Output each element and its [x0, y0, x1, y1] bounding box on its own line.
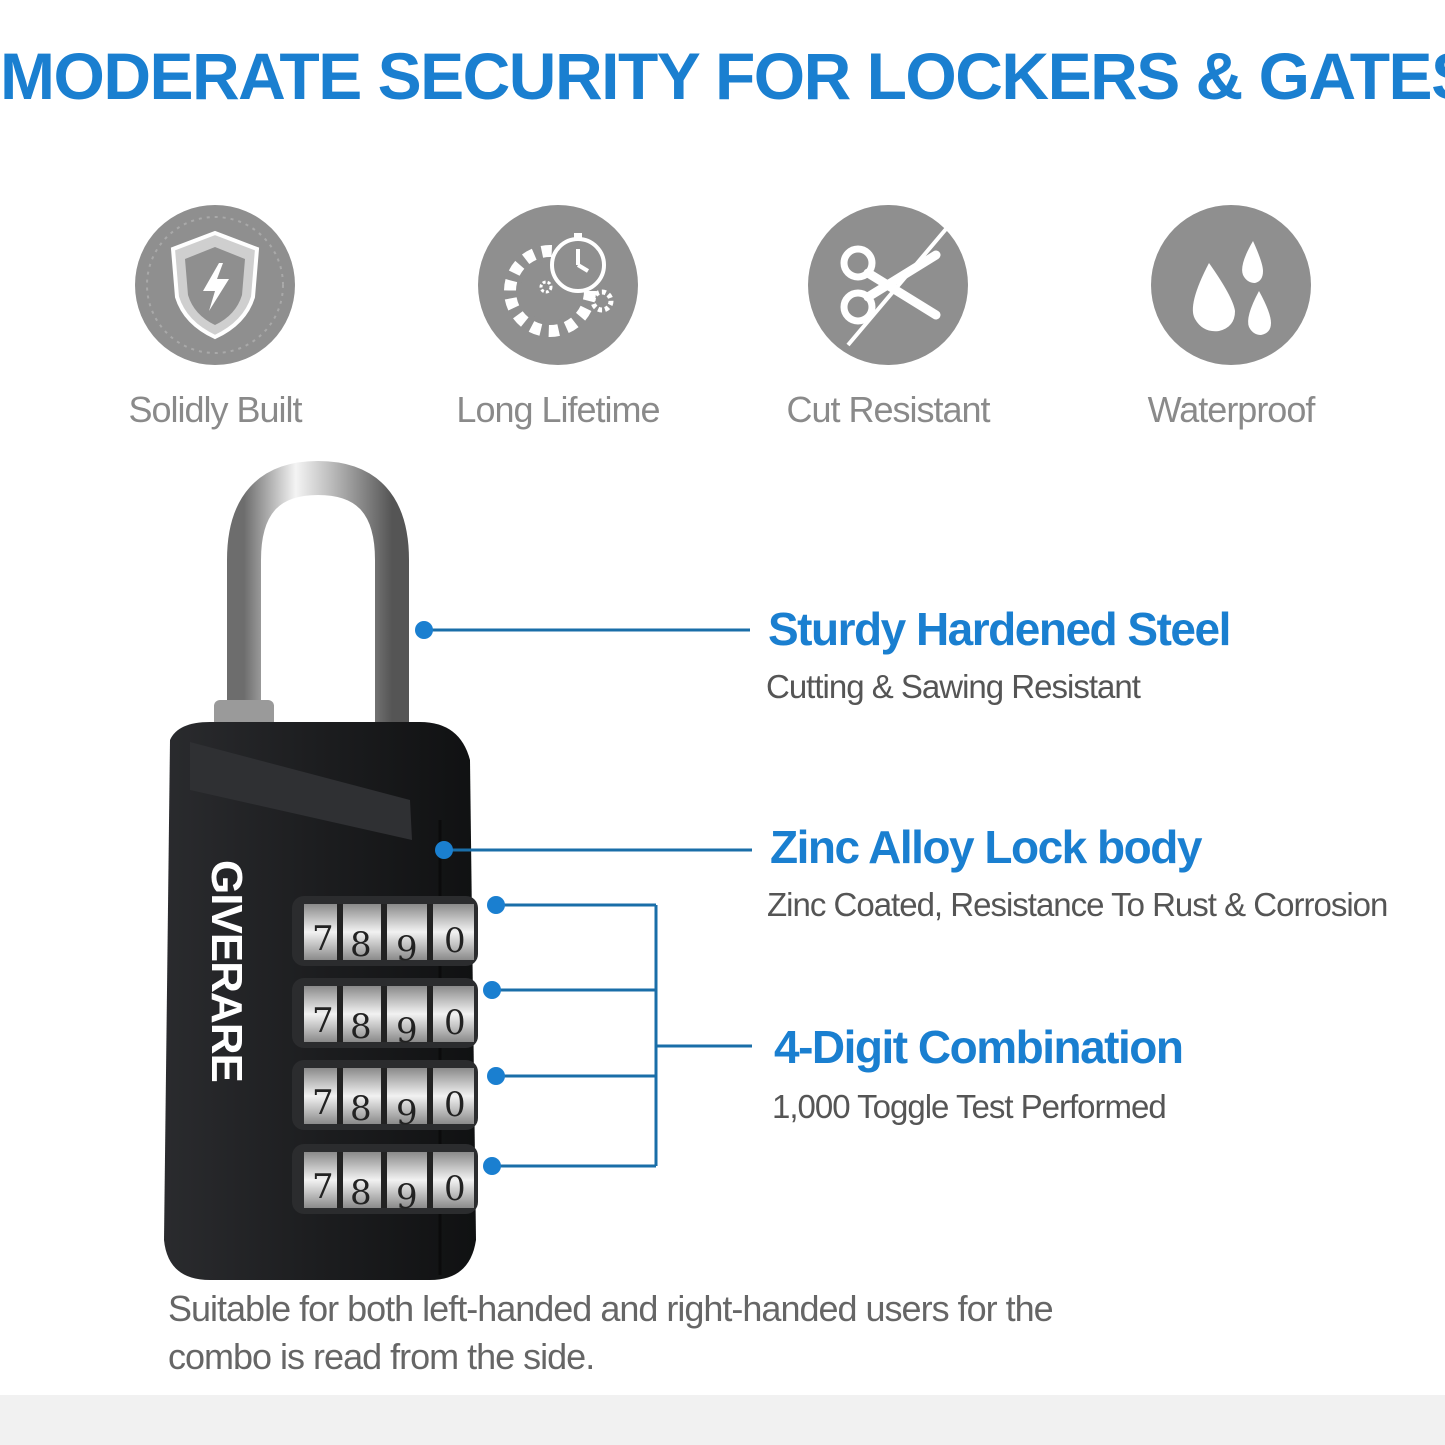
dial-digit: 9 [396, 929, 418, 969]
feature-cut-resistant: Cut Resistant [738, 205, 1038, 431]
callout-connectors [415, 621, 752, 1175]
dial-digit: 0 [444, 921, 466, 961]
dial-digit: 9 [396, 1011, 418, 1051]
lock-brand: GIVERARE [202, 860, 251, 1082]
padlock-illustration: GIVERARE 7 8 9 0 7 8 9 0 7 8 9 0 [164, 460, 752, 1280]
footer-note: Suitable for both left-handed and right-… [168, 1288, 1054, 1377]
dial-digit: 7 [312, 1083, 334, 1123]
dial-digit: 8 [350, 925, 372, 965]
dial-digit: 8 [350, 1089, 372, 1129]
dial-digit: 9 [396, 1177, 418, 1217]
bottom-strip [0, 1395, 1445, 1445]
combination-dial-1[interactable]: 7 8 9 0 [292, 896, 478, 969]
dial-digit: 9 [396, 1093, 418, 1133]
feature-label: Long Lifetime [456, 389, 660, 430]
dial-digit: 8 [350, 1173, 372, 1213]
combination-dial-4[interactable]: 7 8 9 0 [292, 1144, 478, 1217]
callout-title-combination: 4-Digit Combination [774, 1021, 1184, 1073]
combination-dial-3[interactable]: 7 8 9 0 [292, 1060, 478, 1133]
page-title: MODERATE SECURITY FOR LOCKERS & GATES [0, 39, 1445, 113]
gear-stopwatch-icon [478, 205, 638, 365]
feature-solidly-built: Solidly Built [65, 205, 365, 431]
combination-dial-2[interactable]: 7 8 9 0 [292, 978, 478, 1051]
callout-subtitle-body: Zinc Coated, Resistance To Rust & Corros… [767, 886, 1388, 923]
dial-digit: 0 [444, 1003, 466, 1043]
scissors-icon [808, 205, 968, 365]
feature-label: Waterproof [1147, 389, 1316, 430]
dial-digit: 8 [350, 1007, 372, 1047]
dial-digit: 7 [312, 1001, 334, 1041]
dial-digit: 0 [444, 1169, 466, 1209]
dial-digit: 7 [312, 1167, 334, 1207]
feature-waterproof: Waterproof [1081, 205, 1381, 431]
shield-bolt-icon [135, 205, 295, 365]
feature-label: Solidly Built [128, 389, 302, 430]
feature-long-lifetime: Long Lifetime [408, 205, 708, 431]
water-drops-icon [1151, 205, 1311, 365]
callout-title-body: Zinc Alloy Lock body [770, 821, 1202, 873]
callout-subtitle-steel: Cutting & Sawing Resistant [766, 668, 1141, 705]
callout-subtitle-combination: 1,000 Toggle Test Performed [772, 1088, 1167, 1125]
dial-digit: 7 [312, 919, 334, 959]
feature-label: Cut Resistant [786, 389, 990, 430]
dial-digit: 0 [444, 1085, 466, 1125]
callout-title-steel: Sturdy Hardened Steel [768, 603, 1231, 655]
